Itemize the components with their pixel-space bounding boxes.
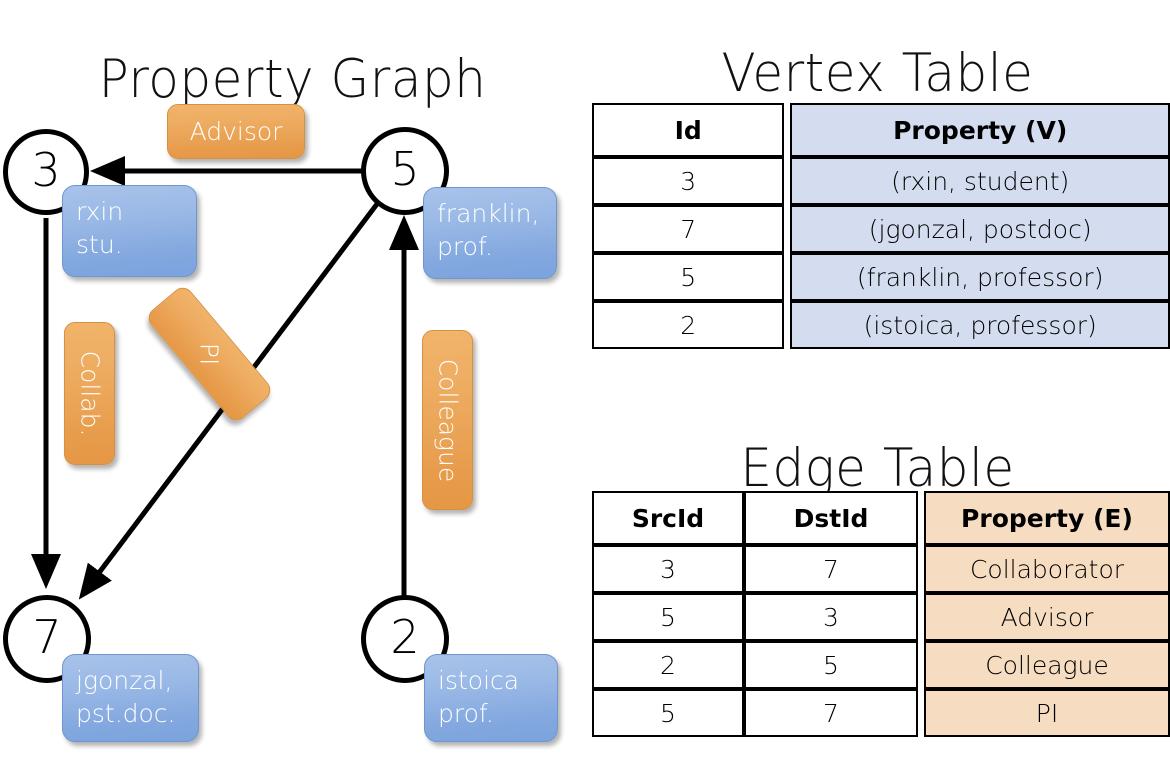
graph-node-7-label: 7 (32, 610, 62, 664)
vertex-table-column-gap (784, 301, 791, 349)
vertex-property-rxin-line1: rxin (76, 197, 124, 226)
edge-row-3-src: 5 (592, 689, 744, 737)
edge-row-2-src: 2 (592, 641, 744, 689)
vertex-property-franklin-line2: prof. (437, 232, 493, 261)
edge-label-box-advisor[interactable]: Advisor (167, 104, 305, 159)
vertex-table-header-row: Id Property (V) (592, 103, 1170, 157)
edge-table-header-property: Property (E) (924, 491, 1170, 545)
vertex-property-box-jgonzal[interactable]: jgonzal, pst.doc. (62, 654, 199, 742)
vertex-table-column-gap (784, 157, 791, 205)
page-title-vertex-table: Vertex Table (721, 42, 1034, 103)
edge-row-1-src: 5 (592, 593, 744, 641)
page-title-property-graph: Property Graph (98, 48, 487, 109)
edge-row-0-property: Collaborator (924, 545, 1170, 593)
edge-row-1-property: Advisor (924, 593, 1170, 641)
table-row[interactable]: 3 7 Collaborator (592, 545, 1170, 593)
edge-table-column-gap (918, 689, 924, 737)
vertex-property-box-istoica[interactable]: istoica prof. (424, 654, 558, 742)
vertex-table: Id Property (V) 3 (rxin, student) 7 (jgo… (592, 103, 1170, 349)
table-row[interactable]: 2 (istoica, professor) (592, 301, 1170, 349)
edge-table-column-gap (918, 641, 924, 689)
vertex-property-istoica-line1: istoica (438, 666, 520, 695)
vertex-property-box-franklin[interactable]: franklin, prof. (423, 187, 557, 279)
vertex-row-0-property: (rxin, student) (790, 157, 1170, 205)
table-row[interactable]: 3 (rxin, student) (592, 157, 1170, 205)
vertex-table-column-gap (784, 205, 791, 253)
vertex-row-0-id: 3 (592, 157, 785, 205)
vertex-row-2-property: (franklin, professor) (790, 253, 1170, 301)
vertex-row-3-property: (istoica, professor) (790, 301, 1170, 349)
vertex-property-jgonzal-line1: jgonzal, (76, 666, 173, 695)
vertex-table-header-property: Property (V) (790, 103, 1170, 157)
vertex-property-istoica-line2: prof. (438, 699, 494, 728)
edge-label-collab: Collab. (75, 350, 104, 437)
vertex-property-jgonzal-line2: pst.doc. (76, 699, 176, 728)
vertex-property-box-rxin[interactable]: rxin stu. (62, 185, 197, 277)
edge-row-3-property: PI (924, 689, 1170, 737)
table-row[interactable]: 5 7 PI (592, 689, 1170, 737)
edge-row-2-property: Colleague (924, 641, 1170, 689)
vertex-row-1-property: (jgonzal, postdoc) (790, 205, 1170, 253)
edge-row-0-src: 3 (592, 545, 744, 593)
edge-label-pi: PI (194, 342, 224, 366)
graph-node-2[interactable]: 2 (361, 595, 449, 683)
table-row[interactable]: 5 3 Advisor (592, 593, 1170, 641)
edge-table-column-gap (918, 491, 924, 545)
vertex-row-2-id: 5 (592, 253, 785, 301)
graph-node-5-label: 5 (390, 142, 420, 196)
edge-label-box-colleague[interactable]: Colleague (422, 330, 473, 510)
vertex-row-1-id: 7 (592, 205, 785, 253)
vertex-property-rxin-line2: stu. (76, 230, 123, 259)
vertex-row-3-id: 2 (592, 301, 785, 349)
graph-node-3-label: 3 (31, 143, 61, 197)
table-row[interactable]: 2 5 Colleague (592, 641, 1170, 689)
edge-label-colleague: Colleague (433, 358, 463, 482)
edge-table-header-dstid: DstId (744, 491, 918, 545)
edge-table-column-gap (918, 593, 924, 641)
edge-table-column-gap (918, 545, 924, 593)
edge-row-3-dst: 7 (744, 689, 918, 737)
vertex-table-header-id: Id (592, 103, 785, 157)
edge-label-advisor: Advisor (189, 117, 283, 146)
edge-table-header-row: SrcId DstId Property (E) (592, 491, 1170, 545)
vertex-property-franklin-line1: franklin, (437, 199, 540, 228)
page-title-edge-table: Edge Table (740, 437, 1015, 498)
edge-row-0-dst: 7 (744, 545, 918, 593)
property-graph-panel: Property Graph 3 5 7 2 rxin stu. frankli… (3, 48, 558, 742)
vertex-table-column-gap (784, 253, 791, 301)
edge-label-box-collab[interactable]: Collab. (64, 322, 115, 465)
edge-table: SrcId DstId Property (E) 3 7 Collaborato… (592, 491, 1170, 737)
edge-row-2-dst: 5 (744, 641, 918, 689)
graph-node-5[interactable]: 5 (361, 127, 449, 215)
table-row[interactable]: 5 (franklin, professor) (592, 253, 1170, 301)
vertex-table-column-gap (784, 103, 791, 157)
table-row[interactable]: 7 (jgonzal, postdoc) (592, 205, 1170, 253)
edge-table-header-srcid: SrcId (592, 491, 744, 545)
graph-node-2-label: 2 (390, 610, 420, 664)
edge-row-1-dst: 3 (744, 593, 918, 641)
